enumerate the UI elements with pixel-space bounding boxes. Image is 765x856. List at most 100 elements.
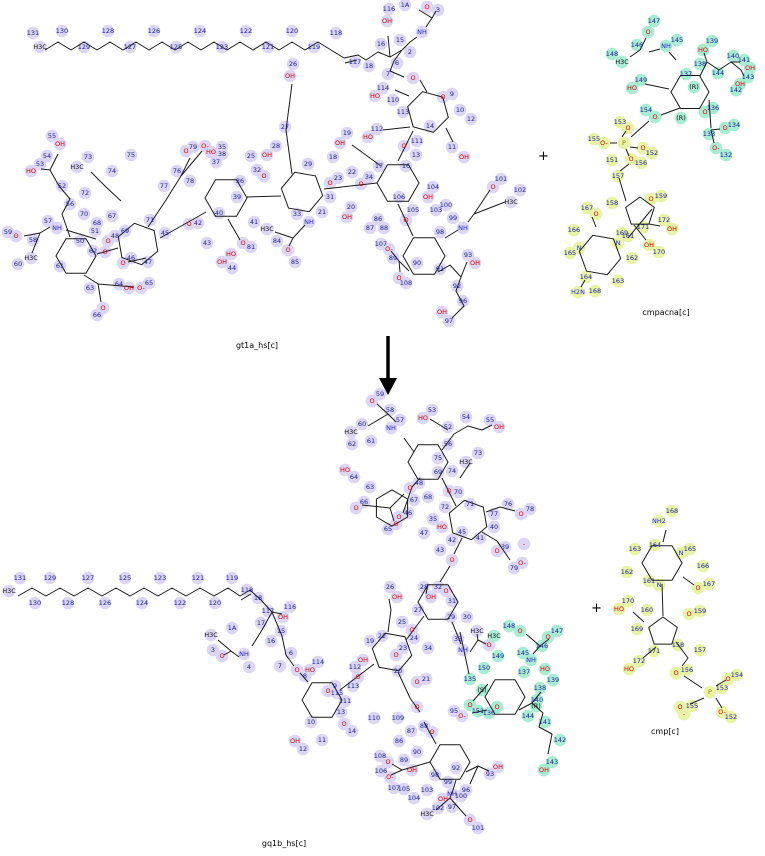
atom-label: 136 [707, 104, 719, 112]
bond [17, 587, 251, 597]
atom-highlight [579, 270, 593, 284]
bond [451, 621, 462, 645]
atom-label: O [414, 703, 419, 711]
bond [411, 477, 421, 488]
atom-highlight [459, 410, 473, 424]
atom-label: 127 [124, 43, 136, 51]
atom-label: 159 [694, 607, 706, 615]
atom-label: 141 [738, 56, 750, 64]
atom-label: H3C [2, 587, 16, 595]
bond [397, 671, 421, 713]
atom-label: 46 [127, 254, 135, 262]
bond [668, 51, 677, 61]
atom-label: O- [718, 708, 726, 716]
bond [441, 477, 457, 507]
atom-label: NH [52, 224, 62, 232]
atom-highlight [471, 821, 485, 835]
atom-label: 155 [686, 702, 698, 710]
atom-highlight [81, 150, 95, 164]
atom-label: 105 [407, 206, 419, 214]
atom-label: 100 [455, 792, 467, 800]
atom-label: O [105, 237, 110, 245]
atom-highlight [13, 571, 27, 585]
atom-label: 68 [93, 219, 101, 227]
atom-highlight [382, 2, 396, 16]
bond [65, 229, 97, 240]
atom-highlight [290, 207, 304, 221]
atom-label: NH [239, 650, 249, 658]
atom-label: 65 [145, 279, 153, 287]
atom-label: 48 [415, 479, 423, 487]
ring-bond [484, 679, 526, 715]
atom-label: 40 [215, 209, 223, 217]
atom-label: 88 [420, 722, 428, 730]
atom-highlight [634, 156, 648, 170]
bond [453, 537, 463, 555]
atom-label: NH [304, 218, 314, 226]
atom-label: O [486, 641, 491, 649]
atom-label: HO [614, 605, 624, 613]
atom-label: 2 [408, 48, 412, 56]
atom-label: 105 [398, 785, 410, 793]
atom-highlight [625, 251, 639, 265]
atom-label: O- [600, 139, 608, 147]
atom-highlight [101, 24, 115, 38]
atom-label: 6 [289, 649, 293, 657]
bond [351, 144, 382, 167]
atom-label: 32 [253, 166, 261, 174]
atom-label: 140 [531, 696, 543, 704]
atom-label: 12 [467, 115, 475, 123]
atom-label: OH [217, 258, 227, 266]
atom-highlight [682, 607, 696, 621]
atom-highlight [513, 183, 527, 197]
atom-label: H3C [470, 627, 484, 635]
atom-highlight [323, 176, 337, 190]
atom-highlight [50, 221, 64, 235]
atom-highlight [374, 37, 388, 51]
atom-label: O [494, 547, 499, 555]
reaction-arrow-head [379, 378, 397, 395]
bond [452, 779, 457, 791]
atom-highlight [90, 308, 104, 322]
atom-highlight [247, 215, 261, 229]
bond [391, 763, 403, 771]
atom-label: O [410, 74, 415, 82]
bond [642, 646, 657, 659]
atom-highlight [571, 285, 585, 299]
atom-label: O [449, 556, 454, 564]
atom-label: O [640, 144, 645, 152]
atom-label: 21 [318, 208, 326, 216]
atom-label: O [327, 179, 332, 187]
atom-label: H3C [24, 254, 38, 262]
atom-label: 171 [648, 647, 660, 655]
atom-highlight [315, 205, 329, 219]
atom-highlight [674, 111, 688, 125]
bond [401, 761, 431, 771]
atom-label: 79 [189, 143, 197, 151]
atom-label: 1A [228, 624, 237, 632]
atom-label: HO [627, 84, 637, 92]
atom-highlight [433, 225, 447, 239]
bond [344, 59, 358, 64]
bond [639, 37, 647, 51]
atom-label: 14 [348, 727, 356, 735]
atom-highlight [390, 590, 404, 604]
atom-label: O [677, 703, 682, 711]
bond [435, 797, 451, 811]
atom-label: 33 [293, 210, 301, 218]
atom-label: OH [437, 308, 447, 316]
atom-label: 102 [514, 186, 526, 194]
atom-highlight [624, 152, 638, 166]
atom-label: 163 [629, 545, 641, 553]
bond [39, 226, 51, 234]
bond [630, 120, 650, 138]
atom-label: 57 [396, 416, 404, 424]
bond [472, 683, 489, 702]
atom-label: (R) [531, 702, 541, 710]
atom-label: H3C [33, 43, 47, 51]
atom-highlight [680, 663, 694, 677]
atom-label: HO [363, 133, 373, 141]
atom-highlight [677, 707, 691, 721]
atom-label: 131 [14, 574, 26, 582]
atom-label: 170 [653, 248, 665, 256]
